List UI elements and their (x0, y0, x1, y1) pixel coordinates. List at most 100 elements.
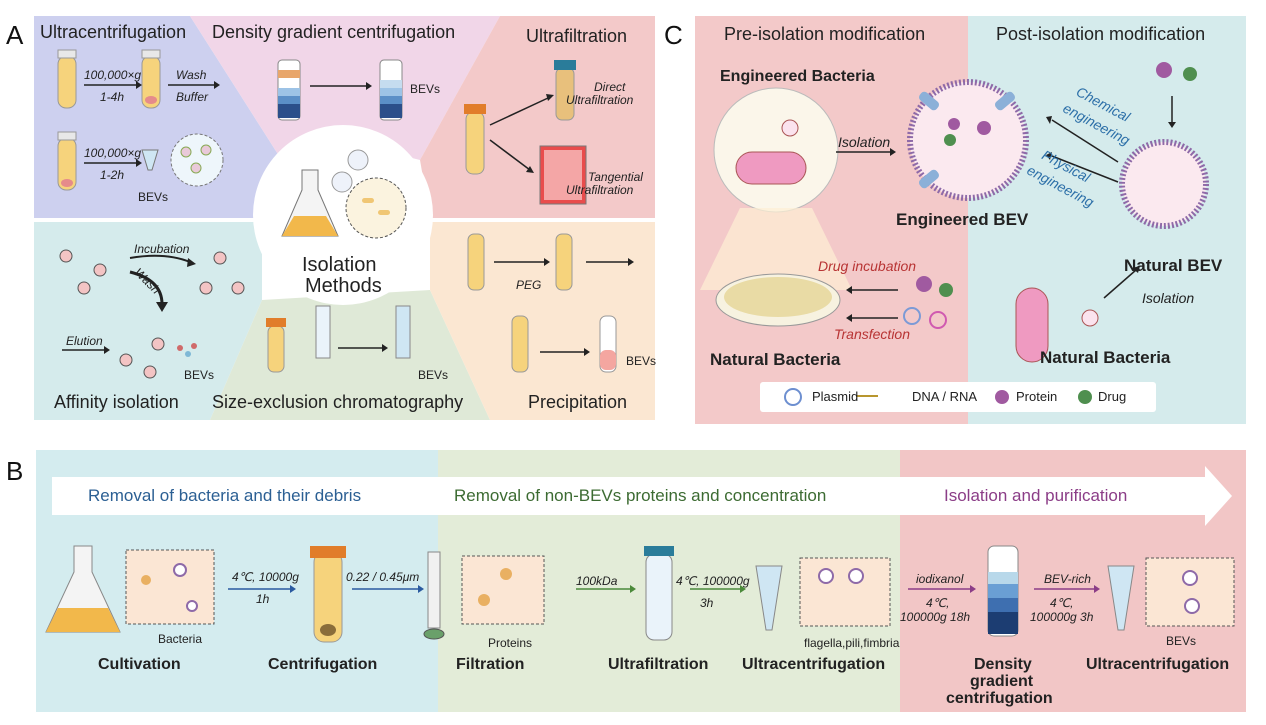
step-ultracentrifugation-1: Ultracentrifugation (742, 656, 886, 673)
panel-label-a: A (6, 20, 24, 50)
final-bevs-label: BEVs (1166, 634, 1197, 648)
legend-protein: Protein (1016, 389, 1058, 404)
uc-step1-time: 1-4h (100, 90, 125, 104)
uc-condition-b: 3h (700, 596, 714, 610)
drug-incubation-label: Drug incubation (818, 258, 917, 274)
flask-icon (281, 149, 407, 239)
step-ultrafiltration: Ultrafiltration (608, 656, 709, 673)
legend-dna-rna: DNA / RNA (912, 389, 978, 404)
uc-step1-speed: 100,000×g (84, 68, 142, 82)
natural-bev-label: Natural BEV (1124, 256, 1223, 275)
legend-plasmid: Plasmid (812, 389, 859, 404)
affinity-bevs-label: BEVs (184, 368, 215, 382)
dg-condition-b: 100000g 18h (900, 610, 971, 624)
step-filtration: Filtration (456, 656, 525, 673)
petri-dish-icon (715, 273, 841, 327)
center-circle (253, 125, 433, 305)
uc-wash-label: Wash (176, 68, 207, 82)
legend-box (760, 382, 1156, 412)
engineered-bacteria-zoom-icon (700, 87, 852, 290)
header-removal-bacteria: Removal of bacteria and their debris (88, 486, 362, 505)
cultivation-flask-icon (45, 545, 215, 633)
header-arrow (52, 466, 1232, 526)
ultracentrifuge-tube-icon (755, 557, 891, 631)
modification-reagents-icon (903, 276, 953, 329)
kda-label: 100kDa (576, 574, 618, 588)
sec-bevs-label: BEVs (418, 368, 449, 382)
isolation-label-bottom: Isolation (1142, 290, 1195, 306)
natural-bacteria-left-label: Natural Bacteria (710, 350, 841, 369)
step-density-line2: gradient (970, 673, 1034, 690)
sec-title: Size-exclusion chromatography (212, 392, 464, 412)
centrifuge-condition-a: 4℃, 10000g (232, 570, 299, 584)
ultrafiltration-tube-icon (644, 546, 674, 641)
natural-bev-icon (1119, 62, 1209, 229)
precipitation-tube-icon (467, 233, 617, 373)
syringe-filter-icon (423, 551, 545, 640)
engineered-bacteria-label: Engineered Bacteria (720, 68, 875, 85)
tube-icon (57, 49, 161, 191)
final-bev-tube-icon (1107, 557, 1235, 631)
iodixanol-label: iodixanol (916, 572, 964, 586)
direct-ultrafiltration-label: Ultrafiltration (566, 93, 634, 107)
step-ultracentrifugation-2: Ultracentrifugation (1086, 656, 1230, 673)
ultracentrifugation-title: Ultracentrifugation (40, 22, 187, 42)
ultrafiltration-icon (464, 60, 587, 205)
engineered-bev-icon (907, 79, 1029, 201)
uc-buffer-label: Buffer (176, 90, 209, 104)
step-cultivation: Cultivation (98, 656, 181, 673)
proteins-label: Proteins (488, 636, 533, 650)
centrifuge-tube-icon (310, 546, 346, 643)
sector-affinity (34, 222, 262, 420)
post-isolation-bg (968, 16, 1246, 424)
sector-density (190, 16, 500, 170)
uc-condition-a: 4℃, 100000g (676, 574, 750, 588)
bacteria-label: Bacteria (158, 632, 203, 646)
uc-step2-time: 1-2h (100, 168, 125, 182)
isolation-label-top: Isolation (838, 134, 891, 150)
filter-size-label: 0.22 / 0.45μm (346, 570, 420, 584)
panel-label-c: C (664, 20, 683, 50)
dg-condition-a: 4℃, (926, 596, 950, 610)
direct-label: Direct (594, 80, 626, 94)
centrifuge-condition-b: 1h (256, 592, 270, 606)
natural-bacteria-right-label: Natural Bacteria (1040, 348, 1171, 367)
tangential-ultrafiltration-label: Ultrafiltration (566, 183, 634, 197)
header-removal-proteins: Removal of non-BEVs proteins and concent… (454, 486, 827, 505)
tangential-label: Tangential (588, 170, 643, 184)
transfection-label: Transfection (834, 326, 910, 342)
step-density-line3: centrifugation (946, 690, 1053, 707)
header-isolation-purification: Isolation and purification (944, 486, 1128, 505)
density-gradient-tube-icon (987, 545, 1019, 637)
density-bevs-label: BEVs (410, 82, 441, 96)
post-isolation-title: Post-isolation modification (996, 24, 1206, 44)
engineered-bev-label: Engineered BEV (896, 210, 1029, 229)
legend-drug: Drug (1098, 389, 1127, 404)
flagella-label: flagella,pili,fimbria (804, 636, 900, 650)
center-title-line1: Isolation (302, 254, 377, 276)
bev-rich-label: BEV-rich (1044, 572, 1091, 586)
sector-precipitation (430, 222, 655, 420)
sector-ultracentrifugation (34, 16, 288, 218)
precipitation-title: Precipitation (528, 392, 628, 412)
affinity-incubation-label: Incubation (134, 242, 190, 256)
panel-label-b: B (6, 456, 24, 486)
precipitation-bevs-label: BEVs (626, 354, 657, 368)
vesicle-zoom-icon (141, 133, 224, 187)
final-condition-a: 4℃, (1050, 596, 1074, 610)
uc-step2-speed: 100,000×g (84, 146, 142, 160)
step-density-line1: Density (974, 656, 1032, 673)
natural-bacteria-icon (1015, 287, 1099, 363)
affinity-elution-label: Elution (66, 334, 103, 348)
uc-bevs-label: BEVs (138, 190, 169, 204)
gradient-tube-icon (277, 59, 403, 121)
ultrafiltration-title: Ultrafiltration (526, 26, 628, 46)
step-centrifugation: Centrifugation (268, 656, 378, 673)
affinity-title: Affinity isolation (54, 392, 179, 412)
center-title-line2: Methods (305, 275, 382, 297)
sec-column-icon (266, 305, 411, 373)
density-title: Density gradient centrifugation (212, 22, 456, 42)
affinity-bead-icon (59, 249, 245, 379)
pre-isolation-title: Pre-isolation modification (724, 24, 926, 44)
